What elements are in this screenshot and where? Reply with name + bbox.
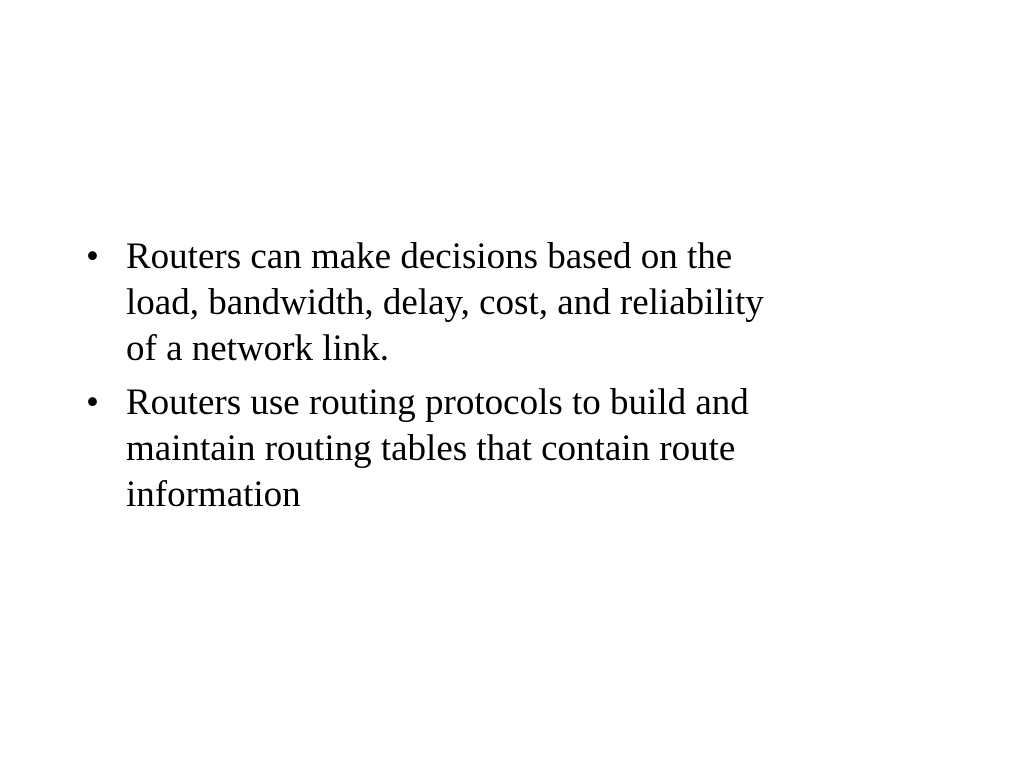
bullet-text-line: load, bandwidth, delay, cost, and reliab…: [126, 282, 764, 323]
bullet-list: • Routers can make decisions based on th…: [86, 234, 926, 518]
bullet-item: • Routers can make decisions based on th…: [86, 234, 926, 372]
bullet-text-line: Routers can make decisions based on the: [126, 236, 733, 277]
bullet-text-line: maintain routing tables that contain rou…: [126, 428, 736, 469]
slide-content: • Routers can make decisions based on th…: [86, 234, 926, 526]
bullet-text-line: of a network link.: [126, 328, 390, 369]
bullet-icon: •: [86, 236, 99, 277]
bullet-text-line: information: [126, 474, 301, 515]
bullet-icon: •: [86, 382, 99, 423]
bullet-text-line: Routers use routing protocols to build a…: [126, 382, 749, 423]
bullet-item: • Routers use routing protocols to build…: [86, 380, 926, 518]
